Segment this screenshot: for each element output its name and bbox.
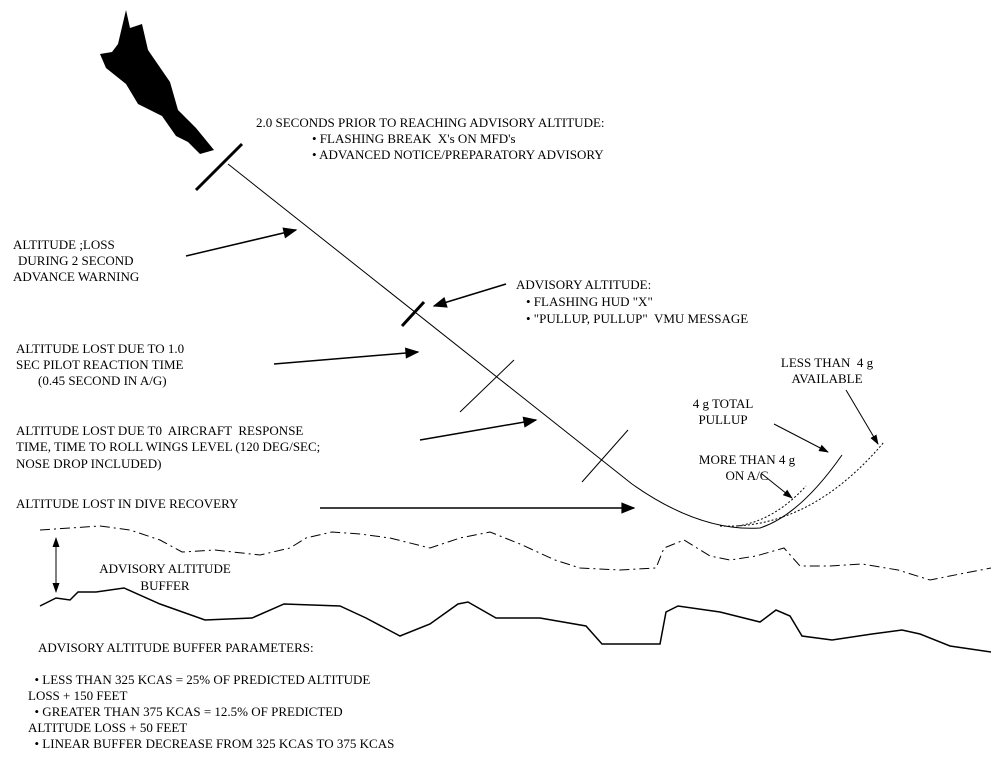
- parameters-title: ADVISORY ALTITUDE BUFFER PARAMETERS:: [38, 640, 314, 655]
- advisory-altitude-bullet: • "PULLUP, PULLUP" VMU MESSAGE: [526, 311, 749, 326]
- warning-loss-arrow: [185, 227, 298, 257]
- advisory-altitude-arrow: [432, 283, 507, 308]
- less-than-4g-arrow: [845, 389, 879, 445]
- response-loss-label: NOSE DROP INCLUDED): [16, 456, 162, 471]
- prior-warning-title: 2.0 SECONDS PRIOR TO REACHING ADVISORY A…: [256, 115, 605, 130]
- warning-tick: [194, 142, 244, 192]
- more-than-4g-label: ON A/C: [725, 468, 769, 483]
- buffer-label: BUFFER: [140, 578, 190, 593]
- total-4g-label: 4 g TOTAL: [692, 396, 754, 411]
- response-loss-arrow: [419, 416, 538, 441]
- advisory-altitude-line: [39, 525, 991, 581]
- less-than-4g-label: AVAILABLE: [791, 371, 863, 386]
- more-than-4g-label: MORE THAN 4 g: [698, 452, 796, 467]
- advisory-tick: [400, 300, 426, 328]
- total-4g-arrow: [773, 423, 829, 453]
- warning-loss-label: ADVANCE WARNING: [13, 269, 140, 284]
- parameters-line: • GREATER THAN 375 KCAS = 12.5% OF PREDI…: [28, 704, 343, 719]
- reaction-loss-arrow: [273, 347, 420, 365]
- less-than-4g-label: LESS THAN 4 g: [780, 355, 874, 370]
- reaction-loss-label: (0.45 SECOND IN A/G): [38, 373, 167, 388]
- parameters-line: • LINEAR BUFFER DECREASE FROM 325 KCAS T…: [28, 736, 395, 751]
- response-loss-label: TIME, TIME TO ROLL WINGS LEVEL (120 DEG/…: [16, 439, 321, 454]
- reaction-loss-label: SEC PILOT REACTION TIME: [16, 357, 184, 372]
- jet-silhouette-icon: [100, 10, 214, 154]
- response-loss-label: ALTITUDE LOST DUE T0 AIRCRAFT RESPONSE: [16, 423, 304, 438]
- terrain-line: [39, 587, 991, 653]
- response-cross-tick: [581, 429, 629, 483]
- parameters-line: LOSS + 150 FEET: [28, 688, 128, 703]
- prior-warning-bullet: • FLASHING BREAK X's ON MFD's: [312, 131, 516, 146]
- prior-warning-bullet: • ADVANCED NOTICE/PREPARATORY ADVISORY: [312, 147, 604, 162]
- advisory-altitude-title: ADVISORY ALTITUDE:: [516, 277, 652, 292]
- warning-loss-label: DURING 2 SECOND: [18, 253, 134, 268]
- total-4g-label: PULLUP: [698, 412, 748, 427]
- parameters-line: • LESS THAN 325 KCAS = 25% OF PREDICTED …: [28, 672, 371, 687]
- parameters-line: ALTITUDE LOSS + 50 FEET: [28, 720, 188, 735]
- reaction-loss-label: ALTITUDE LOST DUE TO 1.0: [16, 341, 185, 356]
- advisory-altitude-bullet: • FLASHING HUD "X": [526, 294, 653, 309]
- buffer-label: ADVISORY ALTITUDE: [99, 561, 231, 576]
- more-than-4g-curve: [737, 485, 807, 527]
- dive-path-line: [227, 163, 843, 529]
- recovery-loss-label: ALTITUDE LOST IN DIVE RECOVERY: [16, 496, 239, 511]
- more-than-4g-arrow: [761, 473, 793, 499]
- warning-loss-label: ALTITUDE ;LOSS: [13, 237, 115, 252]
- reaction-cross-tick: [459, 359, 515, 413]
- less-than-4g-curve: [719, 441, 885, 527]
